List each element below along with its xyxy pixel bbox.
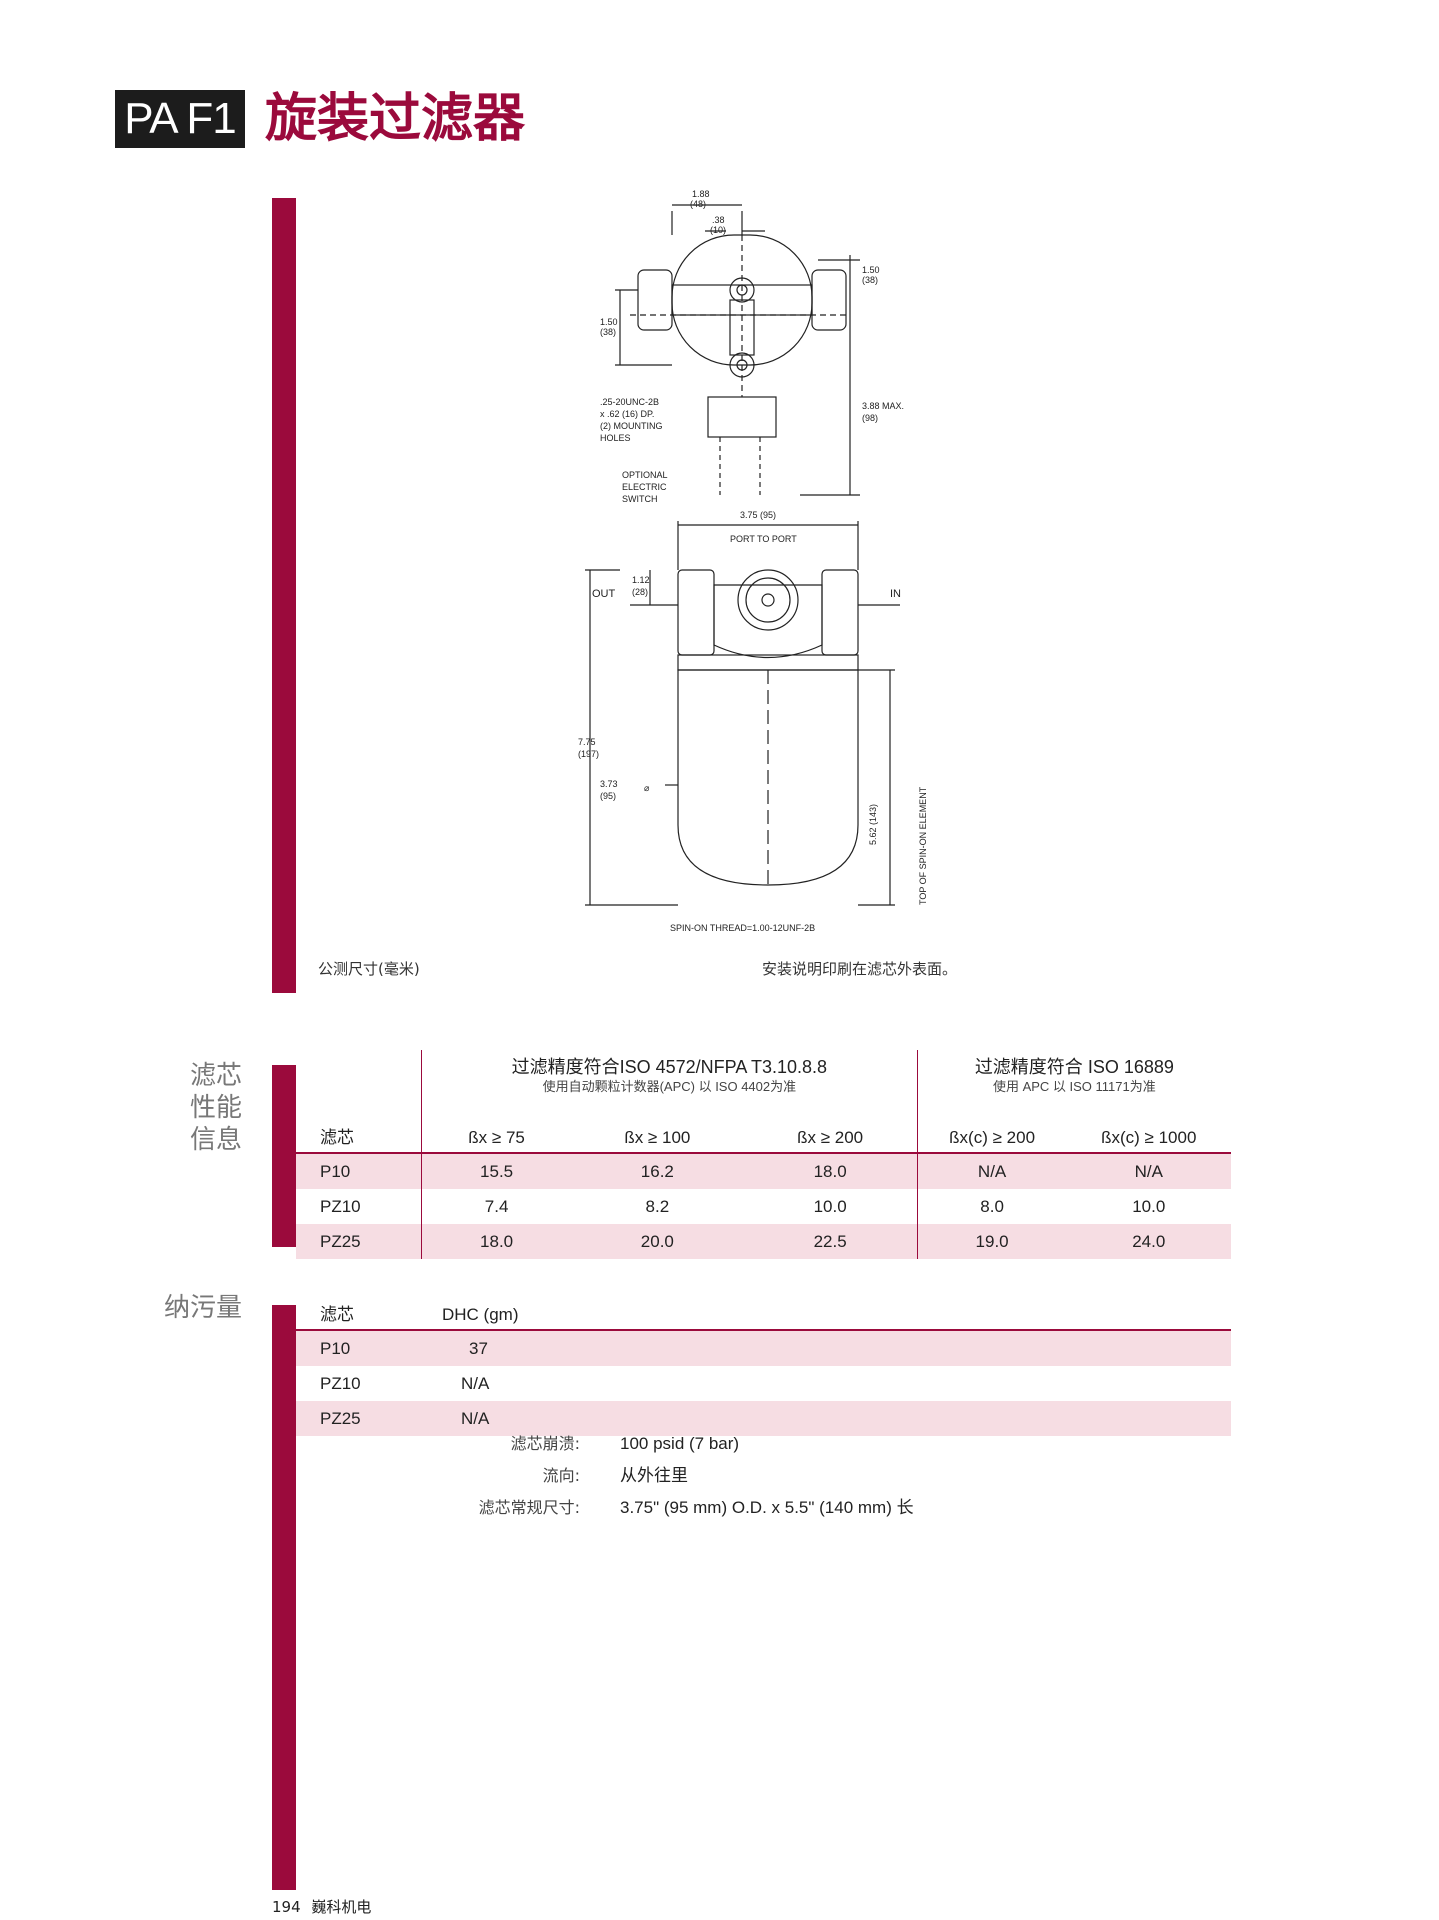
page-title: 旋装过滤器 [265, 89, 526, 149]
table-row: P10 15.5 16.2 18.0 N/A N/A [296, 1153, 1231, 1189]
svg-text:(48): (48) [690, 199, 706, 209]
svg-text:PORT TO PORT: PORT TO PORT [730, 534, 797, 544]
table-row: PZ25 18.0 20.0 22.5 19.0 24.0 [296, 1224, 1231, 1259]
table-row: PZ10 N/A [320, 1373, 490, 1393]
group2-title: 过滤精度符合 ISO 16889 [974, 1057, 1174, 1077]
spec-flow: 流向:从外往里 [542, 1466, 688, 1485]
svg-text:(2) MOUNTING: (2) MOUNTING [600, 421, 663, 431]
svg-text:3.73: 3.73 [600, 779, 618, 789]
spec-collapse: 滤芯崩溃:100 psid (7 bar) [510, 1434, 740, 1453]
spec-size: 滤芯常规尺寸:3.75" (95 mm) O.D. x 5.5" (140 mm… [478, 1498, 914, 1517]
column-header: 滤芯 [296, 1119, 422, 1154]
svg-text:TOP OF SPIN-ON ELEMENT: TOP OF SPIN-ON ELEMENT [918, 786, 928, 905]
column-header: 滤芯 [296, 1292, 441, 1331]
svg-text:HOLES: HOLES [600, 433, 631, 443]
dirt-capacity-table: 滤芯 DHC (gm) P10 37 PZ10 N/A PZ25 N/A [296, 1292, 1231, 1436]
table-row: PZ25 N/A [296, 1401, 1231, 1436]
svg-text:ELECTRIC: ELECTRIC [622, 482, 667, 492]
accent-bar-dirt [272, 1305, 296, 1890]
performance-side-title: 滤芯 性能 信息 [189, 1061, 242, 1155]
brand-name: 巍科机电 [311, 1898, 372, 1916]
svg-text:1.50: 1.50 [600, 317, 618, 327]
svg-text:5.62 (143): 5.62 (143) [868, 804, 878, 845]
column-header: ßx ≥ 75 [421, 1119, 572, 1154]
accent-bar-performance [272, 1065, 296, 1247]
group2-subtitle: 使用 APC 以 ISO 11171为准 [992, 1079, 1156, 1094]
column-header: ßx(c) ≥ 200 [917, 1119, 1067, 1154]
column-header: DHC (gm) [441, 1292, 1231, 1331]
svg-text:(197): (197) [578, 749, 599, 759]
svg-text:(95): (95) [600, 791, 616, 801]
install-caption: 安装说明印刷在滤芯外表面。 [762, 960, 958, 978]
group1-subtitle: 使用自动颗粒计数器(APC) 以 ISO 4402为准 [542, 1079, 797, 1094]
page-number: 194 [272, 1898, 301, 1916]
svg-text:3.75 (95): 3.75 (95) [740, 510, 776, 520]
group1-title: 过滤精度符合ISO 4572/NFPA T3.10.8.8 [511, 1057, 828, 1077]
svg-text:3.88 MAX.: 3.88 MAX. [862, 401, 904, 411]
column-header: ßx ≥ 200 [743, 1119, 918, 1154]
spec-list: 滤芯崩溃:100 psid (7 bar) 流向:从外往里 滤芯常规尺寸:3.7… [440, 1428, 914, 1524]
svg-text:SWITCH: SWITCH [622, 494, 658, 504]
svg-text:(38): (38) [600, 327, 616, 337]
svg-text:(38): (38) [862, 275, 878, 285]
page-footer: 194 巍科机电 [272, 1896, 371, 1917]
svg-text:IN: IN [890, 588, 901, 600]
dirt-side-title: 纳污量 [163, 1293, 242, 1323]
svg-text:(10): (10) [710, 225, 726, 235]
svg-text:.25-20UNC-2B: .25-20UNC-2B [600, 397, 659, 407]
svg-text:7.75: 7.75 [578, 737, 596, 747]
svg-text:⌀: ⌀ [644, 783, 650, 793]
svg-text:SPIN-ON THREAD=1.00-12UNF-2B: SPIN-ON THREAD=1.00-12UNF-2B [670, 923, 815, 933]
series-code-badge: PA F1 [115, 90, 245, 148]
svg-text:(28): (28) [632, 587, 648, 597]
svg-text:OUT: OUT [592, 588, 616, 600]
svg-text:(98): (98) [862, 413, 878, 423]
svg-text:1.50: 1.50 [862, 265, 880, 275]
table-row: P10 37 [296, 1330, 1231, 1366]
column-header: ßx(c) ≥ 1000 [1066, 1119, 1231, 1154]
svg-text:OPTIONAL: OPTIONAL [622, 470, 668, 480]
table-row: PZ10 7.4 8.2 10.0 8.0 10.0 [296, 1189, 1231, 1224]
accent-bar-drawing [272, 198, 296, 993]
svg-text:1.88: 1.88 [692, 189, 710, 199]
svg-text:1.12: 1.12 [632, 575, 650, 585]
svg-text:.38: .38 [712, 215, 725, 225]
filter-dimension-drawing: 1.88 (48) .38 (10) 1.50 (38) 1.50 (38) .… [578, 189, 928, 933]
column-header: ßx ≥ 100 [571, 1119, 744, 1154]
metric-caption: 公测尺寸(毫米) [318, 960, 420, 978]
svg-text:x .62 (16) DP.: x .62 (16) DP. [600, 409, 654, 419]
performance-table: 过滤精度符合ISO 4572/NFPA T3.10.8.8 使用自动颗粒计数器(… [296, 1050, 1231, 1259]
